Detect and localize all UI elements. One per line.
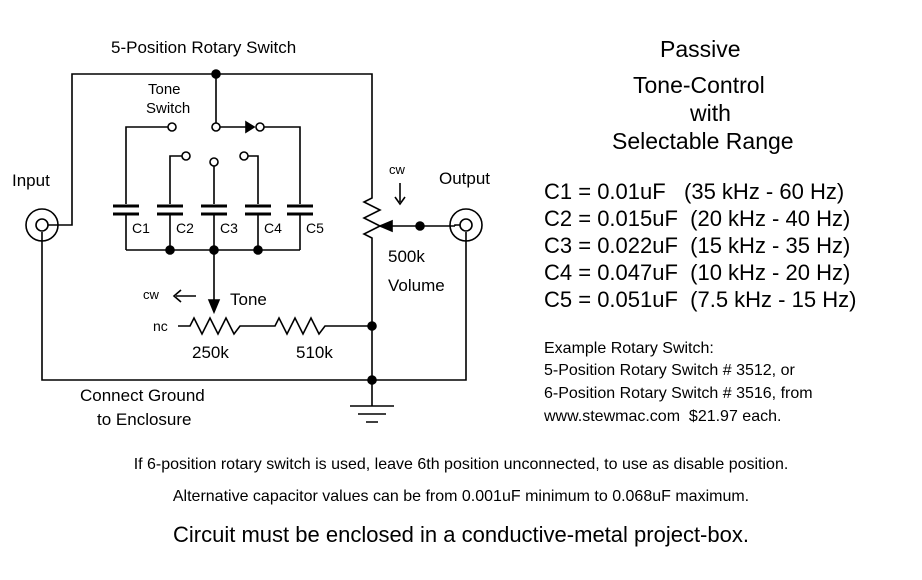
wire-ground-bus bbox=[41, 232, 467, 381]
cap-label-c1: C1 bbox=[132, 220, 150, 236]
resistor-chain bbox=[178, 316, 372, 336]
output-jack bbox=[449, 208, 483, 242]
junction-output bbox=[415, 221, 425, 231]
tone-switch-label-1: Tone bbox=[148, 81, 181, 98]
cap-value-c4: C4 = 0.047uF (10 kHz - 20 Hz) bbox=[544, 260, 851, 285]
input-label: Input bbox=[12, 171, 50, 190]
wire-top-bus bbox=[71, 73, 373, 218]
tone-pot-value: 250k bbox=[192, 343, 229, 362]
volume-cw-label: cw bbox=[389, 162, 405, 177]
ground-label-2: to Enclosure bbox=[97, 410, 192, 429]
example-line-4: www.stewmac.com $21.97 each. bbox=[544, 408, 782, 425]
switch-rotor-arrowhead bbox=[245, 120, 256, 134]
footer-line-2: Alternative capacitor values can be from… bbox=[172, 488, 750, 505]
title-line-1: Passive bbox=[660, 36, 741, 62]
tone-wiper-arrowhead bbox=[207, 299, 221, 315]
junction-c2 bbox=[165, 245, 175, 255]
switch-pivot bbox=[211, 122, 221, 132]
title-line-2: Tone-Control bbox=[633, 72, 765, 98]
tone-cw-arrowhead bbox=[172, 289, 182, 303]
input-jack bbox=[25, 208, 73, 242]
output-label: Output bbox=[439, 169, 491, 188]
title-line-4: Selectable Range bbox=[612, 128, 794, 154]
capacitor-c2 bbox=[157, 204, 183, 250]
switch-contact-4 bbox=[239, 151, 249, 161]
junction-c4 bbox=[253, 245, 263, 255]
wire-c2 bbox=[169, 155, 182, 204]
wire-c1 bbox=[125, 126, 168, 204]
wire-c4 bbox=[248, 155, 259, 204]
capacitor-c1 bbox=[113, 204, 139, 250]
capacitor-c4 bbox=[245, 204, 271, 250]
cap-label-c4: C4 bbox=[264, 220, 282, 236]
ground-label-1: Connect Ground bbox=[80, 386, 205, 405]
switch-contact-2 bbox=[181, 151, 191, 161]
cap-label-c3: C3 bbox=[220, 220, 238, 236]
footer-line-3: Circuit must be enclosed in a conductive… bbox=[173, 522, 749, 547]
example-line-2: 5-Position Rotary Switch # 3512, or bbox=[544, 362, 795, 379]
volume-pot bbox=[362, 190, 382, 326]
volume-value: 500k bbox=[388, 247, 425, 266]
switch-contact-1 bbox=[167, 122, 177, 132]
nc-label: nc bbox=[153, 318, 168, 334]
cap-value-c1: C1 = 0.01uF (35 kHz - 60 Hz) bbox=[544, 179, 845, 204]
cap-label-c2: C2 bbox=[176, 220, 194, 236]
switch-contact-5 bbox=[255, 122, 265, 132]
capacitor-c5 bbox=[287, 204, 313, 250]
tone-switch-label-2: Switch bbox=[146, 100, 191, 117]
cap-value-c5: C5 = 0.051uF (7.5 kHz - 15 Hz) bbox=[544, 287, 857, 312]
footer-line-1: If 6-position rotary switch is used, lea… bbox=[133, 456, 789, 473]
cap-value-c2: C2 = 0.015uF (20 kHz - 40 Hz) bbox=[544, 206, 851, 231]
switch-contact-3 bbox=[209, 157, 219, 167]
volume-wiper-arrowhead bbox=[377, 219, 393, 233]
cap-label-c5: C5 bbox=[306, 220, 324, 236]
switch-title: 5-Position Rotary Switch bbox=[111, 38, 297, 57]
ground-symbol bbox=[350, 380, 394, 423]
tone-cw-label: cw bbox=[143, 287, 159, 302]
volume-cw-arrowhead bbox=[394, 196, 406, 206]
volume-label: Volume bbox=[388, 276, 445, 295]
tone-label: Tone bbox=[230, 290, 267, 309]
capacitor-c3 bbox=[201, 204, 227, 250]
example-line-3: 6-Position Rotary Switch # 3516, from bbox=[544, 385, 813, 402]
example-line-1: Example Rotary Switch: bbox=[544, 340, 714, 357]
wire-c5 bbox=[264, 126, 301, 204]
cap-value-c3: C3 = 0.022uF (15 kHz - 35 Hz) bbox=[544, 233, 851, 258]
resistor-value: 510k bbox=[296, 343, 333, 362]
title-line-3: with bbox=[690, 100, 731, 126]
